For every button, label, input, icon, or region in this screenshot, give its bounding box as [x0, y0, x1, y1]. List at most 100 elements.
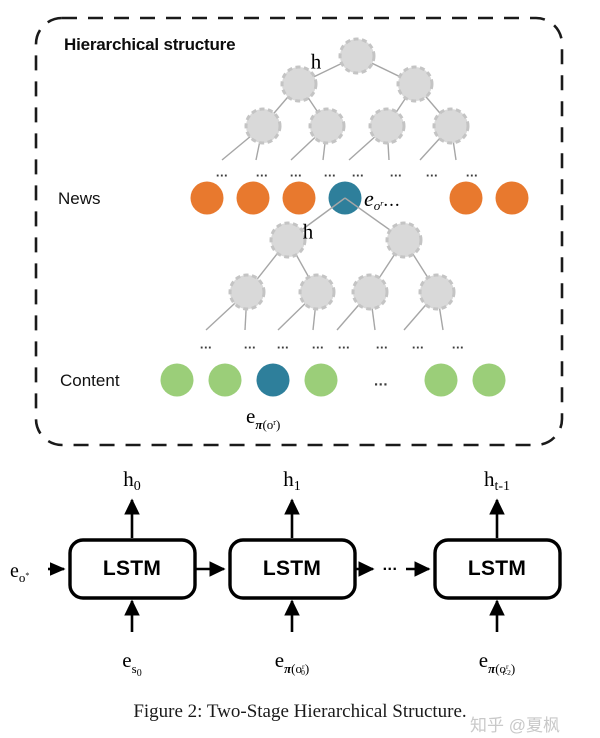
output-base-1: h	[283, 467, 294, 492]
input-base-0: e	[122, 648, 132, 672]
tree-node	[396, 65, 434, 103]
content-node-green	[424, 363, 458, 397]
initial-input-sub: o	[18, 570, 26, 586]
content-row-nodes	[160, 363, 506, 397]
lstm-output-label-0: h0	[123, 467, 141, 495]
input-open-2: (o	[495, 660, 507, 676]
news-tree-nodes	[244, 37, 470, 145]
content-leaf-ellipsis: ...	[411, 336, 425, 352]
news-node-orange	[449, 181, 483, 215]
input-close-1: )	[304, 660, 310, 676]
tree-node	[351, 273, 389, 311]
tree-node	[368, 107, 406, 145]
tree-node	[385, 221, 423, 259]
tree-node	[418, 273, 456, 311]
figure-caption: Figure 2: Two-Stage Hierarchical Structu…	[133, 701, 467, 722]
news-leaf-ellipsis: ...	[289, 164, 303, 180]
input-sup-2: r	[506, 662, 509, 672]
lstm-output-label-1: h1	[283, 467, 301, 495]
news-tree-h-label: h	[310, 49, 322, 74]
input-sup-1: r	[302, 662, 305, 672]
content-label-pi: π	[255, 416, 263, 432]
tree-node	[244, 107, 282, 145]
content-leaf-ellipsis: ...	[199, 336, 213, 352]
content-label-sup: r	[273, 417, 276, 427]
content-tree-nodes	[228, 221, 456, 311]
news-leaf-ellipsis: ...	[465, 164, 479, 180]
news-leaf-ellipsis: ...	[255, 164, 269, 180]
content-row-gap-ellipsis: ...	[373, 372, 389, 390]
content-label-close: )	[275, 416, 281, 432]
content-leaf-ellipsis: ...	[375, 336, 389, 352]
lstm-boxes	[68, 538, 562, 600]
lstm-input-label-1: eπ(or0)	[275, 648, 310, 677]
panel-title: Hierarchical structure	[64, 35, 236, 54]
content-selected-node-label: eπ(or)	[246, 404, 280, 433]
news-leaf-ellipsis: ...	[389, 164, 403, 180]
tree-node	[228, 273, 266, 311]
output-sub-2: t-1	[494, 478, 511, 494]
tree-node	[280, 65, 318, 103]
lstm-input-label-0: es0	[122, 648, 141, 679]
watermark: 知乎 @夏枫	[470, 716, 560, 735]
news-label-trail: ...	[383, 190, 401, 212]
news-leaf-ellipsis: ...	[351, 164, 365, 180]
input-idx-1: 0	[301, 667, 305, 677]
content-node-green	[160, 363, 194, 397]
content-leaf-ellipsis: ...	[243, 336, 257, 352]
lstm-input-label-2: eπ(ort-2)	[479, 648, 515, 677]
lstm-label-0[interactable]: LSTM	[102, 557, 162, 580]
content-leaf-ellipsis: ...	[276, 336, 290, 352]
lstm-label-1[interactable]: LSTM	[262, 557, 322, 580]
news-node-orange	[236, 181, 270, 215]
initial-input-base: e	[10, 560, 19, 582]
news-node-orange	[190, 181, 224, 215]
news-node-orange	[495, 181, 529, 215]
content-label-open: (o	[262, 416, 274, 432]
input-base-1: e	[274, 648, 285, 672]
tree-node	[308, 107, 346, 145]
content-tree-edges	[205, 197, 444, 331]
output-sub-1: 1	[293, 478, 301, 494]
lstm-arrows	[48, 498, 505, 632]
content-label-base: e	[246, 404, 256, 428]
news-leaf-ellipsis: ...	[215, 164, 229, 180]
tree-node	[298, 273, 336, 311]
lstm-box-2	[433, 538, 562, 600]
news-leaf-ellipsis: ...	[425, 164, 439, 180]
input-pi-1: π	[284, 660, 292, 676]
content-leaf-ellipsis: ...	[311, 336, 325, 352]
lstm-chain-ellipsis: ...	[382, 557, 398, 574]
lstm-initial-input-label: eo*	[10, 560, 29, 586]
content-leaf-ellipsis: ...	[451, 336, 465, 352]
input-base-2: e	[478, 648, 489, 672]
content-node-selected	[256, 363, 290, 397]
lstm-label-2[interactable]: LSTM	[467, 557, 527, 580]
content-leaf-ellipsis: ...	[337, 336, 351, 352]
input-pi-2: π	[488, 660, 496, 676]
input-idx-2: t-2	[502, 667, 511, 677]
news-row-label: News	[58, 189, 101, 208]
content-row-label: Content	[60, 371, 120, 390]
input-open-1: (o	[291, 660, 303, 676]
content-node-green	[304, 363, 338, 397]
tree-node	[338, 37, 376, 75]
input-sub-sub-0: 0	[136, 667, 142, 679]
content-node-green	[472, 363, 506, 397]
initial-input-sup: *	[25, 571, 30, 581]
content-tree-h-label: h	[302, 219, 314, 244]
news-label-sub: o	[373, 197, 381, 213]
tree-node	[432, 107, 470, 145]
news-label-base: e	[364, 186, 374, 212]
news-row-nodes	[190, 181, 529, 215]
input-close-2: )	[510, 660, 516, 676]
output-base-0: h	[123, 467, 134, 492]
output-sub-0: 0	[133, 478, 141, 494]
news-leaf-ellipsis: ...	[323, 164, 337, 180]
input-sub-0: s	[131, 660, 137, 676]
news-label-sup: r	[380, 198, 384, 208]
output-base-2: h	[483, 467, 495, 492]
hierarchical-panel-border	[34, 16, 564, 447]
